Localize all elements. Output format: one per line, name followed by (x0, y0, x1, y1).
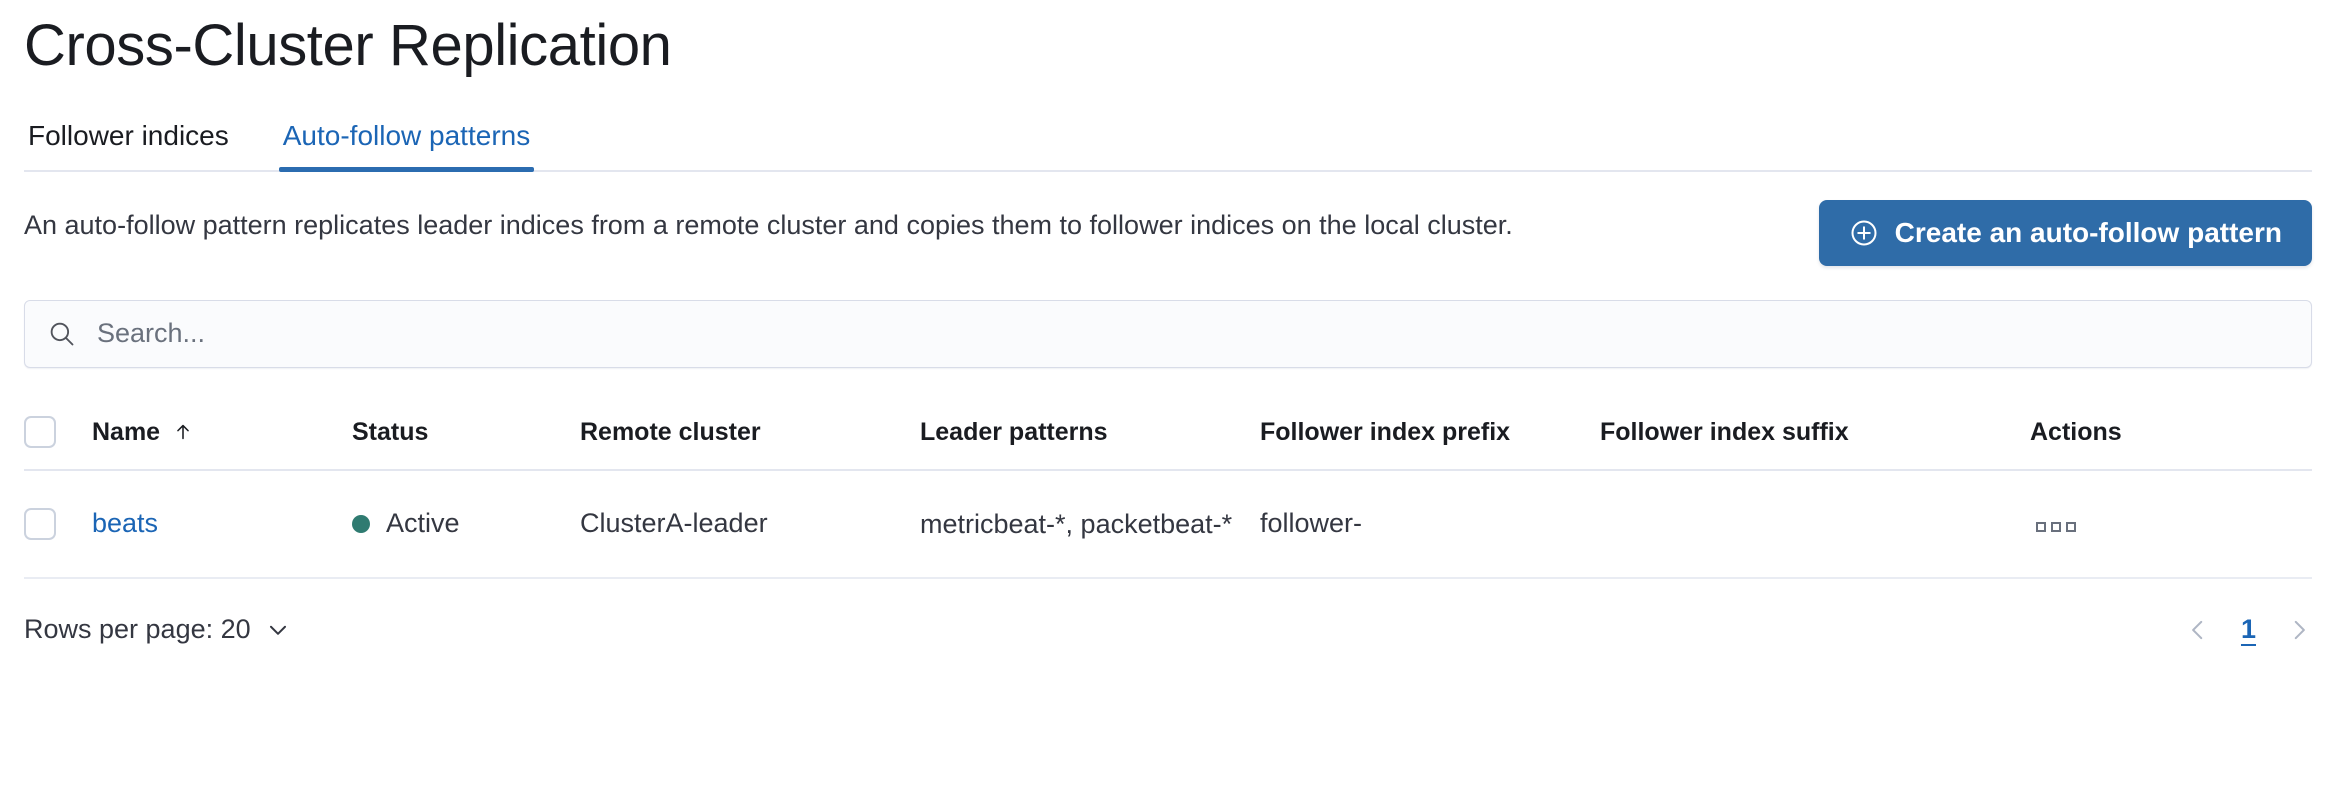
search-input[interactable] (95, 300, 2289, 367)
cell-actions (2030, 469, 2312, 579)
rows-per-page-label: Rows per page: 20 (24, 614, 251, 645)
search-bar[interactable] (24, 299, 2312, 368)
page-number-1[interactable]: 1 (2240, 614, 2256, 645)
tab-follower-indices-label: Follower indices (28, 119, 229, 151)
plus-in-circle-icon (1849, 218, 1879, 248)
context-menu-dot (2036, 522, 2046, 533)
context-menu-icon[interactable] (2030, 516, 2082, 538)
cell-name: beats (92, 469, 352, 579)
intro-description: An auto-follow pattern replicates leader… (24, 209, 1513, 240)
arrow-up-icon (172, 421, 194, 443)
table-footer: Rows per page: 20 1 (24, 601, 2312, 659)
select-all-header (24, 395, 92, 471)
column-header-name[interactable]: Name (92, 395, 352, 471)
context-menu-dot (2066, 522, 2076, 533)
table-header-row: Name Status Remote cluster Leader patter… (24, 395, 2312, 471)
tab-auto-follow-patterns[interactable]: Auto-follow patterns (278, 119, 535, 172)
row-select-checkbox[interactable] (24, 508, 56, 541)
select-all-checkbox[interactable] (24, 416, 56, 449)
table-head: Name Status Remote cluster Leader patter… (24, 395, 2312, 471)
status-badge: Active (352, 508, 460, 539)
tab-follower-indices[interactable]: Follower indices (24, 119, 233, 170)
tab-auto-follow-patterns-label: Auto-follow patterns (282, 119, 531, 151)
cell-leader-patterns: metricbeat-*, packetbeat-* (920, 469, 1260, 579)
tab-bar: Follower indices Auto-follow patterns (24, 110, 2312, 172)
status-label: Active (386, 508, 460, 539)
table-row: beats Active ClusterA-leader metricbeat-… (24, 469, 2312, 579)
column-header-status[interactable]: Status (352, 395, 580, 471)
context-menu-dot (2051, 522, 2061, 533)
intro-section: An auto-follow pattern replicates leader… (24, 199, 2312, 266)
chevron-left-icon[interactable] (2185, 617, 2211, 643)
column-header-follower-index-prefix[interactable]: Follower index prefix (1260, 395, 1600, 471)
create-auto-follow-pattern-button[interactable]: Create an auto-follow pattern (1818, 199, 2312, 266)
chevron-down-icon (265, 617, 291, 643)
page-title: Cross-Cluster Replication (24, 13, 672, 78)
column-header-follower-index-suffix[interactable]: Follower index suffix (1600, 395, 2030, 471)
cell-follower-index-prefix: follower- (1260, 469, 1600, 579)
pattern-name-link[interactable]: beats (92, 508, 159, 539)
cell-status: Active (352, 469, 580, 579)
cell-follower-index-suffix (1600, 469, 2030, 579)
sort-by-name[interactable]: Name (92, 418, 194, 447)
column-header-remote-cluster[interactable]: Remote cluster (580, 395, 920, 471)
create-auto-follow-pattern-label: Create an auto-follow pattern (1894, 216, 2282, 248)
row-select-cell (24, 469, 92, 579)
pagination: 1 (2185, 614, 2312, 645)
status-dot-icon (352, 514, 370, 533)
search-icon (47, 319, 77, 349)
cell-remote-cluster: ClusterA-leader (580, 469, 920, 579)
column-header-actions: Actions (2030, 395, 2312, 471)
rows-per-page-selector[interactable]: Rows per page: 20 (24, 614, 291, 645)
auto-follow-patterns-table: Name Status Remote cluster Leader patter… (24, 395, 2312, 579)
column-header-name-label: Name (92, 417, 161, 446)
column-header-leader-patterns[interactable]: Leader patterns (920, 395, 1260, 471)
table-body: beats Active ClusterA-leader metricbeat-… (24, 469, 2312, 579)
chevron-right-icon[interactable] (2286, 617, 2312, 643)
